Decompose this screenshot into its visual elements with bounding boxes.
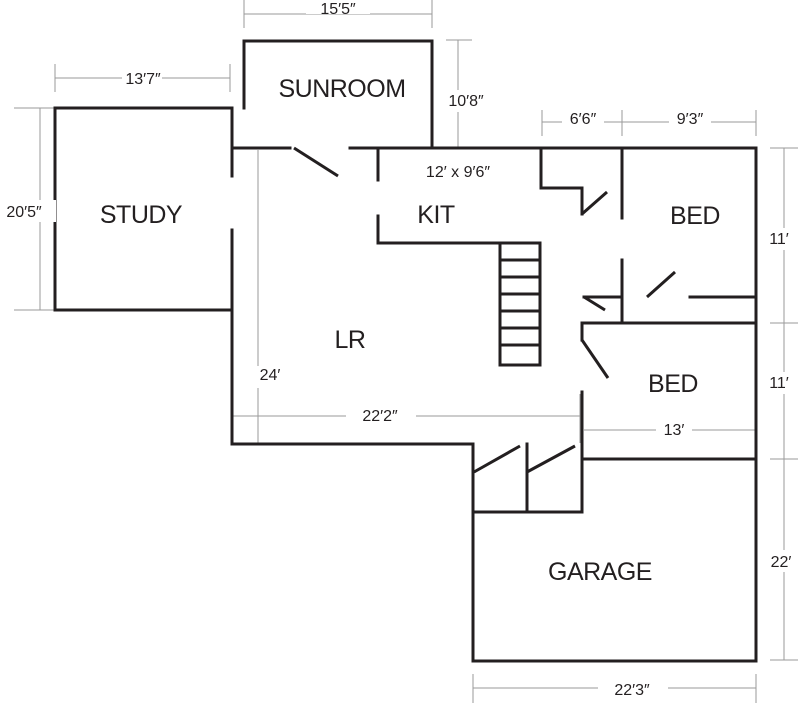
dim-bed-upper-depth: 11′: [769, 231, 789, 248]
room-label-bed-upper: BED: [670, 202, 720, 230]
dim-sunroom-depth: 10′8″: [448, 93, 484, 110]
dim-study-height: 20′5″: [6, 204, 42, 221]
dim-study-width: 13′7″: [125, 71, 161, 88]
dim-bed-lower-width: 13′: [664, 422, 685, 439]
dim-lr-width: 22′2″: [362, 408, 398, 425]
room-label-sunroom: SUNROOM: [278, 75, 405, 103]
staircase: [498, 241, 542, 367]
dim-lr-depth: 24′: [260, 367, 281, 384]
dim-sunroom-width: 15′5″: [320, 1, 356, 18]
dim-garage-width: 22′3″: [614, 682, 650, 699]
room-label-lr: LR: [335, 326, 366, 354]
dim-garage-depth: 22′: [771, 554, 792, 571]
dim-bed-lower-depth: 11′: [769, 375, 789, 392]
room-label-garage: GARAGE: [548, 558, 652, 586]
room-labels: SUNROOM STUDY KIT 12′ x 9′6″ LR BED BED …: [100, 75, 721, 586]
dim-hall-width: 6′6″: [570, 111, 597, 128]
dimension-lines: [14, 0, 798, 703]
kit-size-label: 12′ x 9′6″: [426, 164, 490, 181]
dim-bed-width: 9′3″: [677, 111, 704, 128]
room-label-study: STUDY: [100, 201, 183, 229]
room-label-bed-lower: BED: [648, 370, 698, 398]
door-swings: [293, 146, 676, 474]
room-label-kit: KIT: [417, 201, 455, 229]
